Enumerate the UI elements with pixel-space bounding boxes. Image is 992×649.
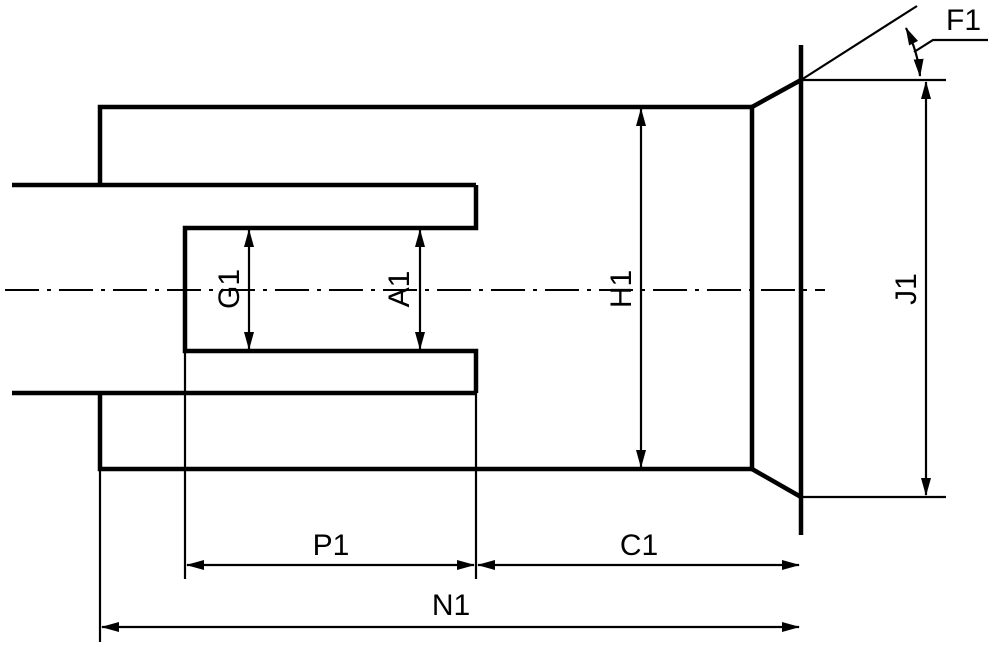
- label-p1: P1: [313, 529, 350, 562]
- dim-arc-f1: [905, 27, 924, 77]
- label-g1: G1: [213, 269, 246, 309]
- body-outline: [97, 104, 755, 472]
- label-c1: C1: [620, 529, 658, 562]
- leader-f1: [913, 38, 988, 53]
- flange-taper-bottom: [750, 467, 803, 499]
- ext-line-f1-angle: [800, 5, 918, 81]
- flange-taper-top: [750, 78, 803, 109]
- label-j1: J1: [890, 273, 923, 305]
- label-f1: F1: [946, 4, 981, 37]
- label-n1: N1: [432, 589, 470, 622]
- label-a1: A1: [383, 271, 416, 308]
- inner-tube-outline: [182, 185, 479, 393]
- label-h1: H1: [605, 270, 638, 308]
